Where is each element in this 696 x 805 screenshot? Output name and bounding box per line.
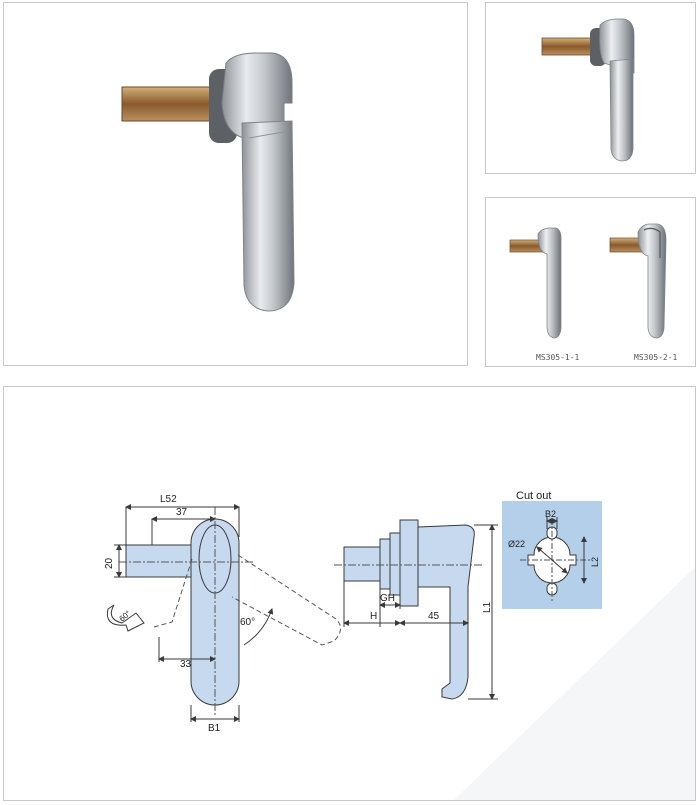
front-view	[106, 504, 341, 722]
dim-dia22: Ø22	[508, 539, 525, 549]
technical-drawing: L52 37 20 60° 60° 33 B1 GH H	[104, 490, 695, 800]
variant-b-photo	[609, 223, 667, 339]
side-view	[334, 519, 498, 700]
cutout-view	[502, 501, 602, 609]
watermark-shape	[454, 567, 695, 800]
variant-a-photo	[509, 227, 562, 339]
dim-45: 45	[428, 611, 440, 622]
dim-GH: GH	[380, 593, 395, 604]
cutout-title: Cut out	[516, 490, 551, 502]
dim-37: 37	[176, 507, 188, 518]
dim-20: 20	[104, 557, 115, 569]
handle-lock-photo-small	[541, 18, 635, 162]
dim-L52: L52	[160, 494, 177, 505]
technical-drawing-panel: L52 37 20 60° 60° 33 B1 GH H	[3, 386, 696, 801]
dim-B1: B1	[208, 723, 221, 734]
main-product-image-panel	[3, 2, 468, 366]
dim-60: 60°	[240, 617, 255, 628]
dim-33: 33	[180, 659, 192, 670]
dim-H: H	[370, 611, 377, 622]
dim-L1: L1	[482, 601, 493, 613]
variants-image-panel: MS305-1-1 MS305-2-1	[485, 197, 696, 367]
variant-b-label: MS305-2-1	[634, 353, 678, 362]
dim-B2: B2	[545, 509, 556, 519]
variant-a-label: MS305-1-1	[536, 353, 580, 362]
dim-L2: L2	[590, 557, 600, 567]
handle-lock-photo-large	[121, 52, 295, 312]
side-product-image-panel	[485, 2, 696, 174]
